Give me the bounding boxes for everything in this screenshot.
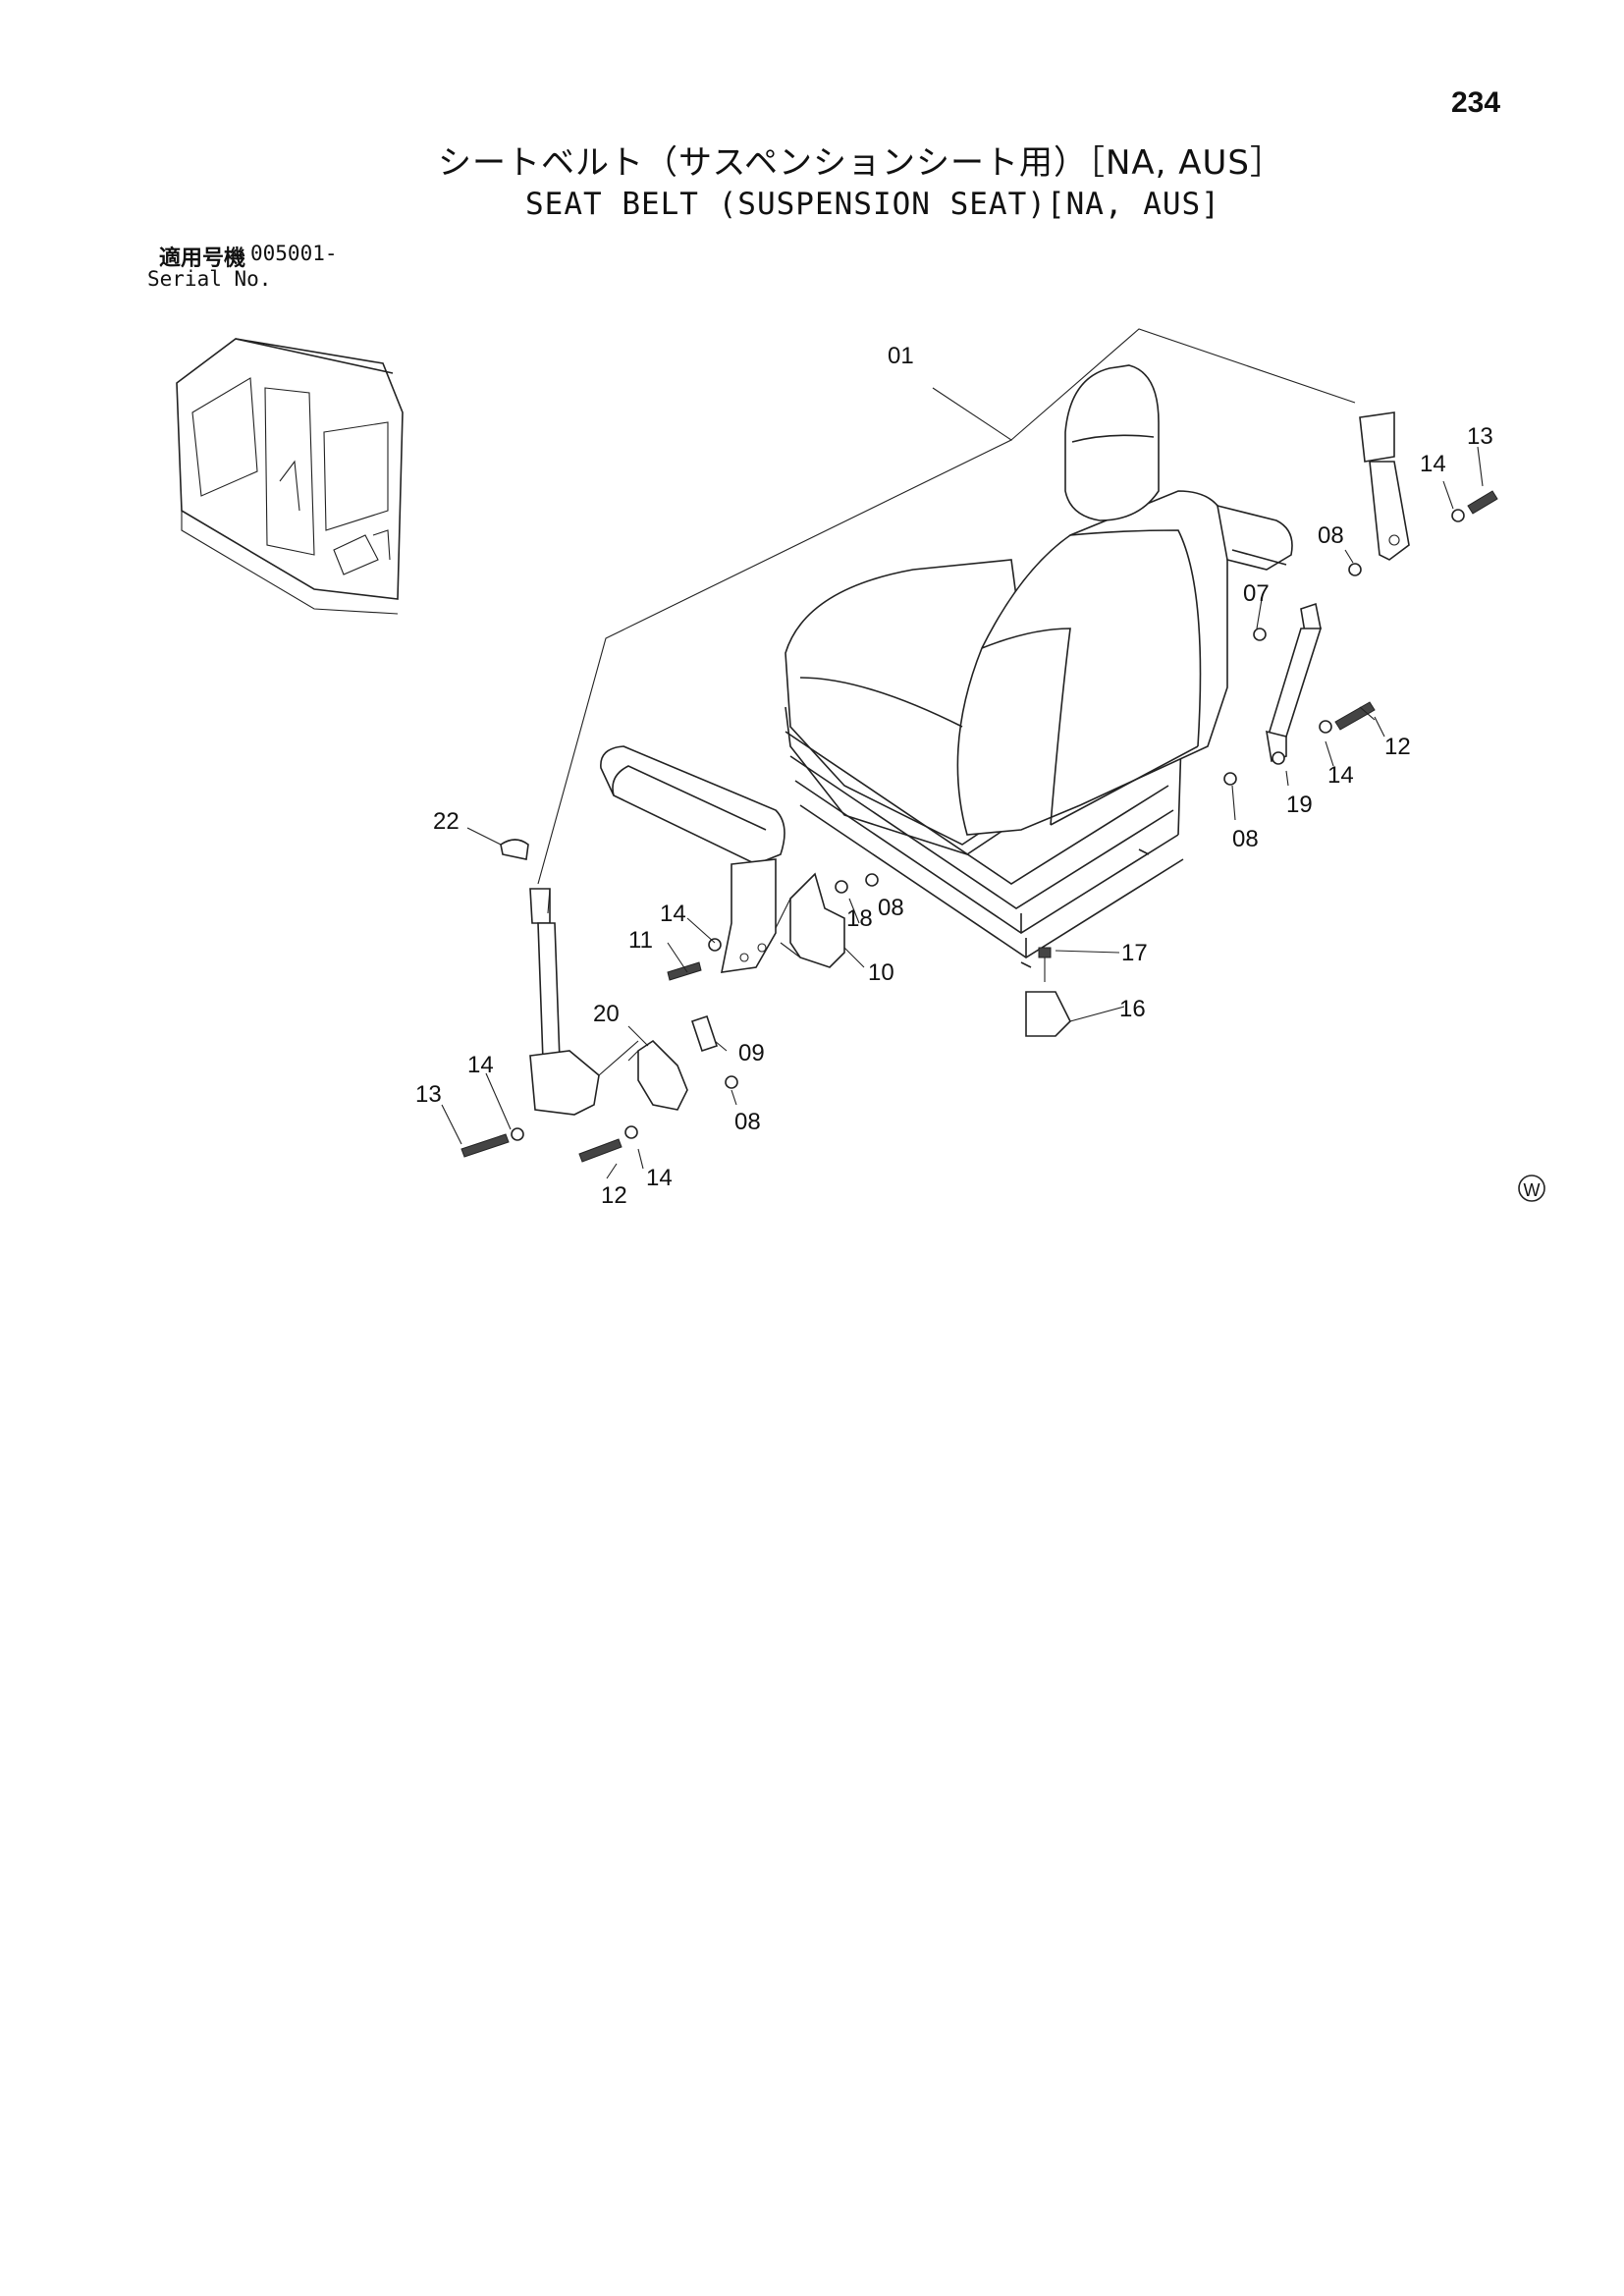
serial-number-value: 005001-: [250, 242, 338, 265]
page-number: 234: [1451, 86, 1501, 119]
mark-letter: W: [1524, 1180, 1541, 1200]
page-title-japanese: シートベルト（サスペンションシート用）［NA, AUS］: [438, 143, 1284, 183]
callout-14-upper-right: 14: [1420, 451, 1446, 477]
serial-label-english: Serial No.: [147, 267, 272, 291]
callout-08-lower-right: 08: [1232, 826, 1259, 852]
seat-assembly: [785, 364, 1293, 968]
bracket-20: [627, 1039, 688, 1111]
callout-13-left: 13: [415, 1081, 442, 1108]
callout-08-lower-left: 08: [734, 1109, 761, 1135]
callout-14-left: 14: [467, 1052, 494, 1078]
callout-12-left: 12: [601, 1182, 627, 1209]
collar-09: [690, 1014, 719, 1053]
page-title-english: SEAT BELT (SUSPENSION SEAT)[NA, AUS]: [525, 187, 1220, 222]
callout-08-center: 08: [878, 895, 904, 921]
callout-14-lower-left: 14: [646, 1165, 673, 1191]
callout-11: 11: [628, 927, 653, 954]
left-belt-assembly: [500, 839, 639, 1116]
callout-09: 09: [738, 1040, 765, 1066]
callout-19: 19: [1286, 792, 1313, 818]
callout-17: 17: [1121, 940, 1148, 966]
callout-07: 07: [1243, 580, 1270, 607]
right-belt-assembly: [1266, 411, 1410, 763]
callout-20: 20: [593, 1001, 620, 1027]
leader-lines: [441, 446, 1484, 1179]
leader-01: [537, 328, 1356, 885]
callout-08-upper-right: 08: [1318, 522, 1344, 549]
callout-01: 01: [888, 343, 914, 369]
callout-18: 18: [846, 905, 873, 932]
cab-thumbnail: [176, 338, 404, 615]
callout-14-armrest: 14: [660, 901, 686, 927]
bracket-16: [1025, 947, 1071, 1037]
callout-16: 16: [1119, 996, 1146, 1022]
callout-13-right: 13: [1467, 423, 1493, 450]
fasteners: [460, 490, 1498, 1163]
serial-label-japanese: 適用号機: [159, 246, 246, 271]
callout-12-right: 12: [1384, 734, 1411, 760]
left-armrest: [600, 745, 785, 973]
callout-14-lower-right: 14: [1327, 762, 1354, 789]
callout-10: 10: [868, 959, 894, 986]
circled-w-mark: W: [1518, 1175, 1545, 1202]
callout-22: 22: [433, 808, 460, 835]
bracket-10: [775, 872, 845, 968]
